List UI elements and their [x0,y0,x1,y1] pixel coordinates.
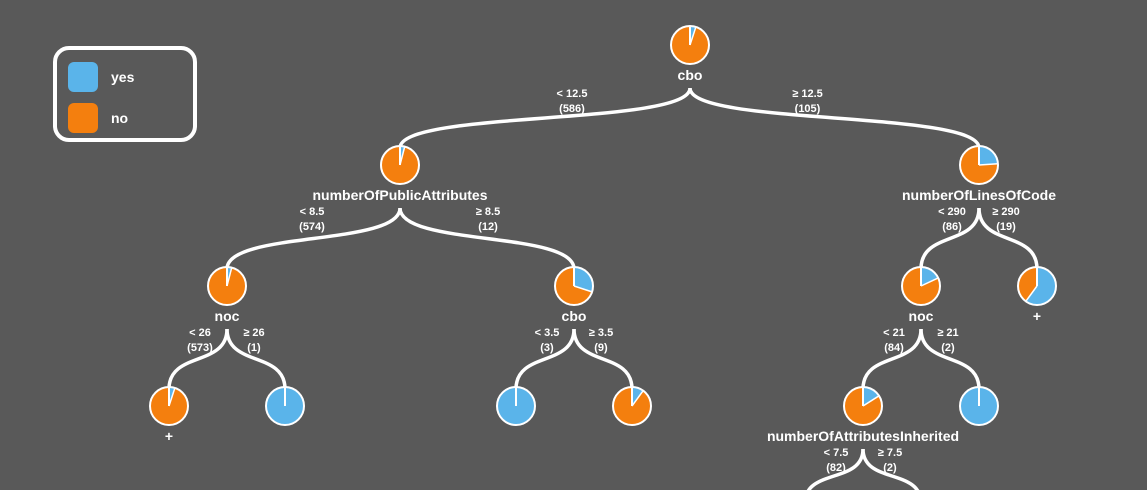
edge-condition-label: < 8.5 [300,206,325,218]
edge-condition-label: ≥ 7.5 [878,447,902,459]
edge-condition-label: ≥ 26 [243,327,264,339]
edge-count-label: (573) [187,342,213,354]
tree-edge [806,448,865,490]
tree-edge [861,328,923,390]
edge-condition-label: < 7.5 [824,447,849,459]
edge-count-label: (1) [247,342,261,354]
node-label: cbo [678,67,703,83]
edge-condition-label: ≥ 21 [937,327,958,339]
tree-node-aa[interactable]: noc [207,266,247,324]
legend-item-no: no [68,103,128,133]
tree-node-baa[interactable]: numberOfAttributesInherited [767,386,959,444]
pie-yes-slice [574,267,593,292]
edge-condition-label: < 21 [883,327,905,339]
tree-node-aab[interactable] [265,386,305,426]
edge-condition-label: < 3.5 [535,327,560,339]
legend-label-yes: yes [111,69,135,85]
pie-divider [399,146,406,166]
edge-count-label: (2) [941,342,955,354]
edge-count-label: (2) [883,462,897,474]
legend-swatch-yes [68,62,98,92]
tree-edge [919,207,981,270]
edge-count-label: (9) [594,342,608,354]
pie-divider [573,285,593,293]
tree-node-a[interactable]: numberOfPublicAttributes [312,145,488,203]
edge-count-label: (82) [826,462,846,474]
node-label: numberOfPublicAttributes [312,187,487,203]
edge-condition-label: ≥ 12.5 [792,88,823,100]
edge-count-label: (586) [559,103,585,115]
nodes: cbo numberOfPublicAttributes numberOfLines… [149,25,1057,444]
tree-edge [919,328,981,390]
tree-node-abb[interactable] [612,386,652,426]
tree-edge [398,87,692,149]
tree-edge [688,87,981,149]
pie-yes-slice [921,267,939,286]
legend-swatch-no [68,103,98,133]
node-label: noc [215,308,240,324]
edge-condition-label: ≥ 3.5 [589,327,613,339]
pie-divider [631,390,644,407]
pie-divider [862,395,880,407]
expand-marker[interactable]: + [1033,308,1041,324]
edge-condition-label: ≥ 8.5 [476,206,500,218]
tree-edge [977,207,1039,270]
node-label: cbo [562,308,587,324]
tree-edge [398,207,576,270]
edge-condition-label: < 26 [189,327,211,339]
pie-divider [978,163,999,166]
node-label: noc [909,308,934,324]
edge-count-label: (105) [795,103,821,115]
tree-node-bb[interactable]: + [1017,266,1057,324]
pie-divider [689,26,697,46]
edge-count-label: (12) [478,221,498,233]
tree-node-ba[interactable]: noc [901,266,941,324]
tree-node-b[interactable]: numberOfLinesOfCode [902,145,1056,203]
tree-edge [572,328,634,390]
node-label: numberOfAttributesInherited [767,428,959,444]
legend: yes no [53,46,197,142]
pie-divider [168,387,176,407]
pie-yes-slice [979,146,998,165]
node-label: numberOfLinesOfCode [902,187,1056,203]
edge-condition-label: < 12.5 [557,88,588,100]
edge-count-label: (19) [996,221,1016,233]
edge-condition-label: ≥ 290 [992,206,1019,218]
edge-count-label: (84) [884,342,904,354]
edge-count-label: (86) [942,221,962,233]
legend-item-yes: yes [68,62,134,92]
expand-marker[interactable]: + [165,428,173,444]
edges: < 12.5 (586) ≥ 12.5 (105) < 8.5 (574) ≥ 8.5 (12… [167,87,1039,490]
tree-node-ab[interactable]: cbo [554,266,594,324]
tree-edge [225,207,402,270]
tree-node-bab[interactable] [959,386,999,426]
tree-edge [514,328,576,390]
legend-label-no: no [111,110,129,126]
tree-edge [225,328,287,390]
pie-divider [1025,285,1038,302]
tree-node-root[interactable]: cbo [670,25,710,83]
edge-condition-label: < 290 [938,206,966,218]
pie-yes-slice [1025,267,1056,305]
tree-node-aaa[interactable]: + [149,386,189,444]
tree-edge [167,328,229,390]
tree-node-aba[interactable] [496,386,536,426]
edge-count-label: (574) [299,221,325,233]
edge-count-label: (3) [540,342,554,354]
pie-divider [920,277,939,287]
tree-edge [861,448,920,490]
pie-divider [226,267,233,287]
